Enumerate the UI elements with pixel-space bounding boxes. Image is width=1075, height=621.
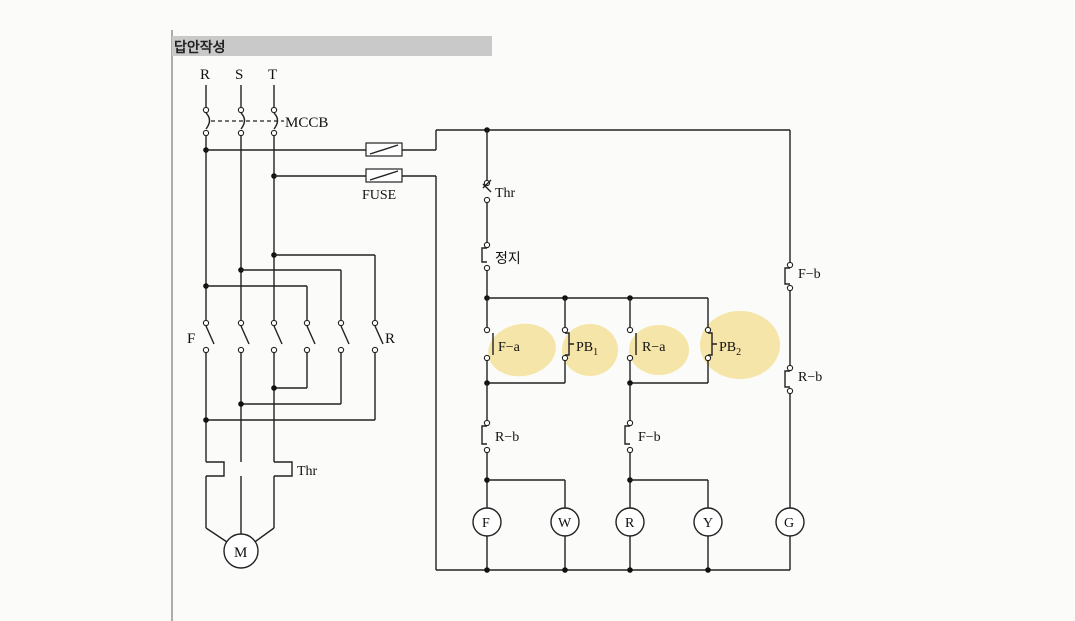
lamp-g-label: G (784, 516, 794, 531)
reverse-aux-contact: R−a (626, 298, 666, 383)
control-fuses: FUSE (362, 130, 437, 570)
forward-contactor-contacts: F (187, 319, 283, 354)
reverse-contactor-contacts: R (303, 319, 395, 354)
lamp-g: G (775, 507, 805, 537)
phase-label-t: T (268, 67, 277, 83)
answer-header: 답안작성 (172, 36, 492, 56)
forward-contactor-label: F (187, 331, 195, 347)
lamp-y-label: Y (703, 516, 713, 531)
header-bar (172, 36, 492, 56)
pushbutton-reverse-label: PB2 (719, 340, 741, 358)
motor-symbol: M (223, 533, 259, 569)
phase-label-r: R (200, 67, 210, 83)
highlight-marks (488, 311, 780, 379)
lamp-w: W (550, 507, 580, 537)
pushbutton-forward-label: PB1 (576, 340, 598, 358)
pushbutton-reverse: PB2 (704, 298, 741, 383)
lamp-y: Y (693, 507, 723, 537)
right-branch-bottom-label: R−b (798, 370, 822, 385)
reverse-contactor-label: R (385, 331, 395, 347)
phase-label-s: S (235, 67, 243, 83)
stop-button-label: 정지 (495, 251, 521, 267)
control-circuit: Thr 정지 F−a (436, 127, 822, 573)
lamp-f-label: F (482, 516, 490, 531)
right-branch-top-label: F−b (798, 267, 821, 282)
forward-aux-contact: F−a (483, 298, 521, 383)
thermal-overload: Thr (206, 461, 318, 479)
mccb-label: MCCB (285, 115, 328, 131)
lamp-r-label: R (625, 516, 635, 531)
thermal-relay-label: Thr (495, 186, 516, 201)
thermal-relay-contact: Thr (482, 179, 516, 204)
pushbutton-forward: PB1 (561, 298, 598, 383)
lamp-f: F (472, 507, 502, 537)
mccb-breaker: MCCB (202, 106, 328, 137)
reverse-aux-label: R−a (642, 340, 666, 355)
lamp-w-label: W (558, 516, 572, 531)
interlock-forward-label: R−b (495, 430, 519, 445)
fuse-label: FUSE (362, 188, 396, 203)
header-title: 답안작성 (174, 39, 226, 56)
power-circuit: R S T MCCB (187, 67, 395, 569)
stop-button: 정지 (481, 241, 521, 272)
right-branch-contact-bottom: R−b (784, 364, 822, 395)
overload-label: Thr (297, 464, 318, 479)
interlock-reverse: F−b (624, 419, 661, 454)
forward-aux-label: F−a (498, 340, 521, 355)
interlock-reverse-label: F−b (638, 430, 661, 445)
right-branch-contact-top: F−b (784, 261, 821, 292)
lamp-r: R (615, 507, 645, 537)
motor-label: M (234, 545, 247, 561)
interlock-forward: R−b (481, 419, 519, 454)
